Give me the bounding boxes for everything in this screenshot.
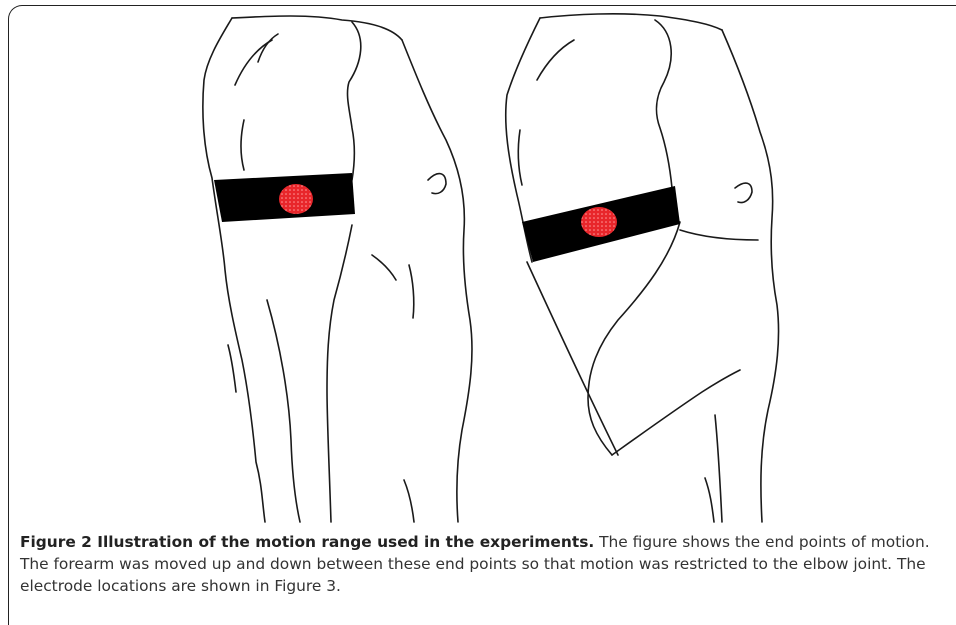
extended-muscle-detail-1 [235,40,272,85]
flexed-wrist-crease [680,230,758,240]
flexed-chest-detail [735,183,752,202]
extended-muscle-detail-3 [241,120,244,170]
extended-arm-outline-top [232,16,402,40]
extended-arm-electrode [279,184,313,214]
extended-bottom-detail [404,480,414,522]
flexed-back-detail [715,415,722,522]
flexed-bottom-detail [705,478,714,522]
flexed-torso-outline [722,30,779,522]
extended-arm-shoulder [347,22,360,180]
flexed-muscle-detail-1 [537,40,574,80]
flexed-arm-electrode [581,207,617,237]
extended-arm-figure [203,16,472,522]
flexed-arm-outline-top [540,14,722,30]
figure-caption-title: Figure 2 Illustration of the motion rang… [20,533,594,551]
extended-elbow-detail [228,345,236,392]
flexed-arm-shoulder [655,20,672,188]
motion-range-illustration [0,0,956,530]
extended-torso-inner [327,225,352,522]
flexed-hand-outline [612,370,740,455]
extended-back-detail [409,265,414,318]
extended-arm-outline-left [203,18,265,522]
flexed-muscle-detail-2 [518,130,522,185]
extended-chest-detail [428,174,446,194]
extended-forearm-line [267,300,300,522]
figure-caption: Figure 2 Illustration of the motion rang… [20,531,945,597]
flexed-arm-figure [506,14,779,522]
flexed-forearm-lower [527,262,618,455]
extended-rib-detail [372,255,396,280]
